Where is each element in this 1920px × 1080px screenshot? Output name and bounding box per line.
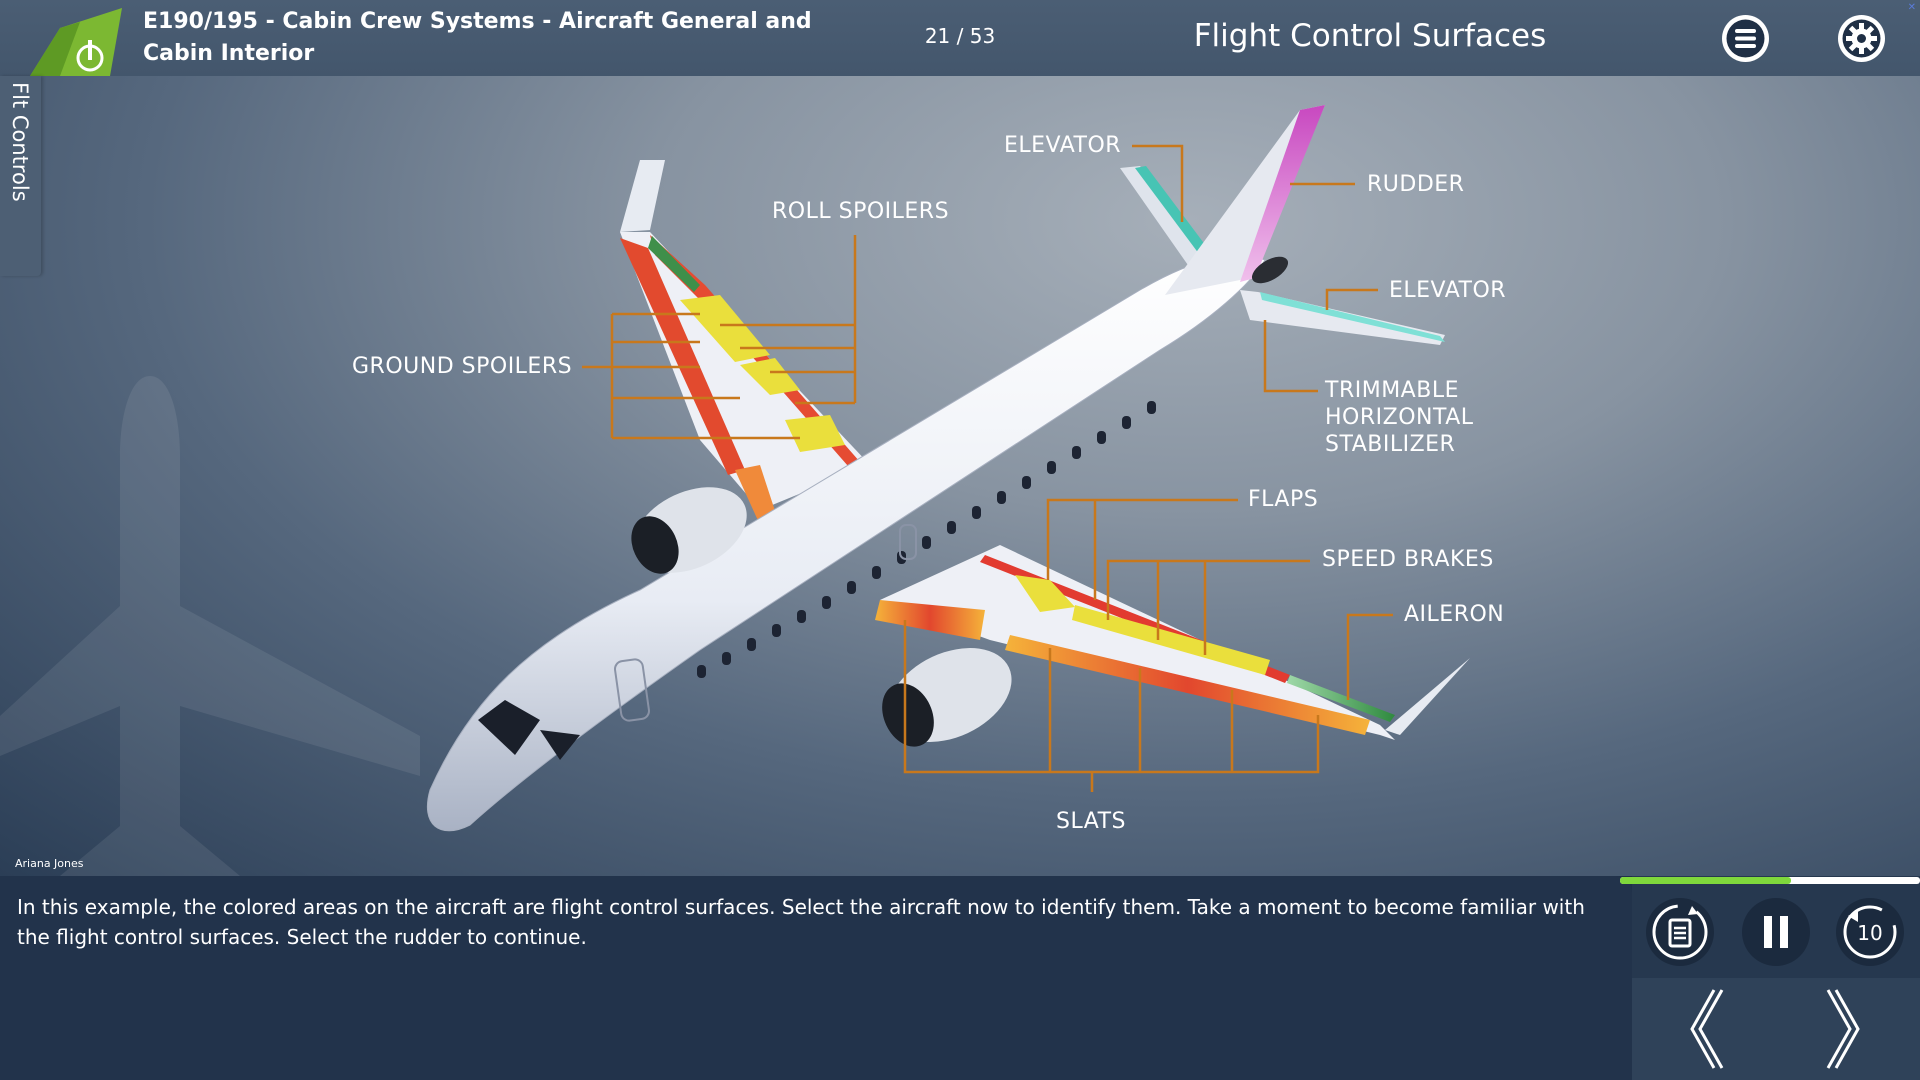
near-speed-brakes[interactable] [1072,605,1270,675]
overwing-exit [899,524,917,560]
near-winglet [1385,658,1470,735]
progress-bar-fill [1620,877,1791,884]
label-slats[interactable]: SLATS [1056,809,1126,834]
near-flap[interactable] [1015,575,1075,612]
prev-button[interactable] [1632,978,1776,1080]
label-elevator-top[interactable]: ELEVATOR [1004,133,1122,158]
cabin-windows [697,401,1156,678]
rudder-surface[interactable] [1240,105,1325,282]
near-wing[interactable] [875,545,1470,740]
menu-button[interactable] [1722,15,1769,62]
transcript-replay-button[interactable] [1646,898,1714,966]
hamburger-menu-icon [1726,19,1765,58]
far-ground-spoiler[interactable] [785,415,845,452]
near-slats[interactable] [1005,635,1370,735]
narration-panel: In this example, the colored areas on th… [0,876,1632,1080]
fuselage[interactable] [426,255,1266,832]
label-ground-spoilers[interactable]: GROUND SPOILERS [352,354,573,379]
near-engine[interactable] [872,629,1026,760]
cockpit-window [478,700,540,755]
front-door [613,658,651,722]
elevator-right[interactable] [1260,292,1445,342]
pause-icon [1764,916,1788,948]
settings-button[interactable] [1838,15,1885,62]
screen-title: Flight Control Surfaces [1193,18,1547,54]
far-wing-slats[interactable] [620,238,745,475]
far-flap[interactable] [735,465,778,525]
vertical-tail[interactable] [1165,105,1325,295]
far-roll-spoiler[interactable] [740,358,800,395]
author-credit: Ariana Jones [15,857,84,870]
far-roll-spoiler[interactable] [680,295,770,362]
course-title: E190/195 - Cabin Crew Systems - Aircraft… [143,9,812,66]
pause-button[interactable] [1742,898,1810,966]
far-aileron[interactable] [648,236,700,292]
aircraft-watermark-icon [0,376,420,876]
flt-controls-tab[interactable]: Flt Controls [0,76,41,276]
course-logo-icon [30,8,122,76]
far-wing[interactable] [620,160,870,525]
label-roll-spoilers[interactable]: ROLL SPOILERS [772,199,950,224]
close-dot-icon[interactable]: ✕ [1907,2,1916,13]
rewind-10-button[interactable]: 10 [1836,898,1904,966]
label-elevator-right[interactable]: ELEVATOR [1389,278,1507,303]
top-bar: E190/195 - Cabin Crew Systems - Aircraft… [0,0,1920,76]
rewind-seconds: 10 [1857,921,1882,945]
label-aileron[interactable]: AILERON [1404,602,1505,627]
label-trimmable-line2: HORIZONTAL [1325,405,1474,430]
label-trimmable-line3: STABILIZER [1325,432,1456,457]
near-aileron[interactable] [1287,675,1395,722]
page-counter: 21 / 53 [924,24,996,48]
elevator-top[interactable] [1135,166,1215,262]
label-trimmable-stabilizer[interactable]: TRIMMABLE HORIZONTAL STABILIZER [1325,377,1474,458]
far-engine[interactable] [620,470,761,590]
cockpit-window [540,730,580,760]
rewind-10-icon: 10 [1843,905,1897,959]
near-slat-inner[interactable] [875,600,985,640]
chevron-right-icon [1826,989,1860,1069]
gear-icon [1842,19,1881,58]
transcript-replay-icon [1652,904,1708,960]
progress-bar[interactable] [1620,877,1920,884]
leader-lines [582,144,1393,792]
label-speed-brakes[interactable]: SPEED BRAKES [1322,547,1494,572]
flt-controls-tab-label: Flt Controls [8,82,32,202]
chevron-left-icon [1690,989,1724,1069]
label-flaps[interactable]: FLAPS [1248,487,1319,512]
next-button[interactable] [1776,978,1920,1080]
narration-text: In this example, the colored areas on th… [17,895,1585,949]
label-trimmable-line1: TRIMMABLE [1325,378,1459,403]
label-rudder[interactable]: RUDDER [1367,172,1465,197]
